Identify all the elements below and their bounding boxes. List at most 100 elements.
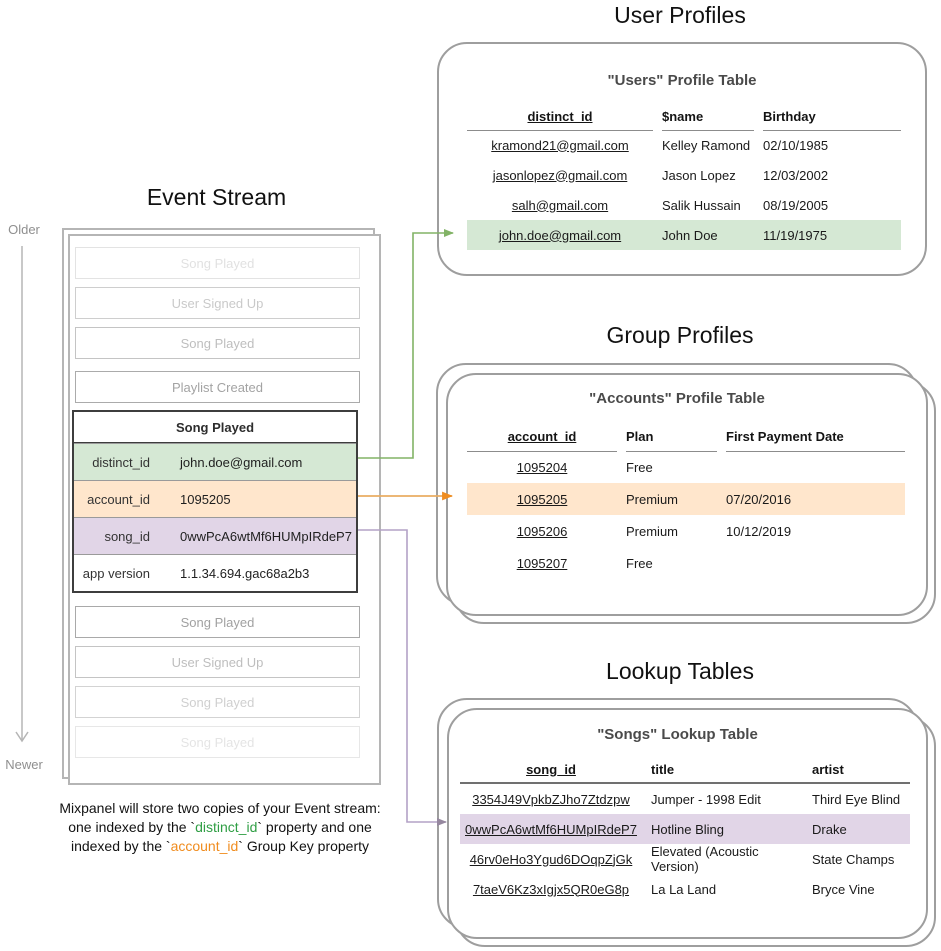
column-header: artist bbox=[812, 761, 844, 777]
property-row-app-version: app version 1.1.34.694.gac68a2b3 bbox=[74, 554, 356, 591]
table-row-highlighted: john.doe@gmail.com John Doe 11/19/1975 bbox=[467, 220, 901, 250]
table-header-row: account_id Plan First Payment Date bbox=[467, 423, 905, 452]
column-header: Birthday bbox=[763, 104, 901, 131]
cell-plan: Free bbox=[626, 459, 653, 475]
event-box: Song Played bbox=[75, 686, 360, 718]
cell-distinct-id: kramond21@gmail.com bbox=[491, 137, 629, 153]
songs-lookup-card: "Songs" Lookup Table song_id title artis… bbox=[437, 698, 936, 947]
event-label: User Signed Up bbox=[171, 654, 264, 670]
event-label: Song Played bbox=[180, 255, 255, 271]
caption-line2-post: ` property and one bbox=[257, 818, 372, 835]
column-header: Plan bbox=[626, 423, 717, 452]
cell-artist: Third Eye Blind bbox=[812, 791, 901, 807]
lookup-tables-title: Lookup Tables bbox=[606, 658, 754, 684]
songs-table-title: "Songs" Lookup Table bbox=[597, 726, 758, 743]
cell-name: Jason Lopez bbox=[662, 167, 736, 183]
event-stream-panel: Song Played User Signed Up Song Played P… bbox=[62, 228, 381, 785]
cell-plan: Premium bbox=[626, 523, 679, 539]
cell-account-id: 1095204 bbox=[516, 459, 568, 475]
users-table: distinct_id $name Birthday kramond21@gma… bbox=[467, 104, 901, 250]
cell-title: Jumper - 1998 Edit bbox=[651, 791, 761, 807]
cell-plan: Free bbox=[626, 555, 653, 571]
property-row-distinct-id: distinct_id john.doe@gmail.com bbox=[74, 443, 356, 480]
timeline-arrow bbox=[15, 246, 29, 743]
property-key: song_id bbox=[104, 528, 150, 544]
event-box: Playlist Created bbox=[75, 371, 360, 403]
event-box: Song Played bbox=[75, 606, 360, 638]
event-label: Song Played bbox=[180, 335, 255, 351]
cell-first-payment-date: 10/12/2019 bbox=[726, 523, 792, 539]
event-box: Song Played bbox=[75, 247, 360, 279]
cell-plan: Premium bbox=[626, 491, 679, 507]
caption-line3-post: ` Group Key property bbox=[238, 837, 370, 854]
table-row-highlighted: 0wwPcA6wtMf6HUMpIRdeP7 Hotline Bling Dra… bbox=[460, 814, 910, 844]
table-row: jasonlopez@gmail.com Jason Lopez 12/03/2… bbox=[467, 160, 901, 190]
property-value: 0wwPcA6wtMf6HUMpIRdeP7 bbox=[180, 528, 352, 544]
property-value: 1.1.34.694.gac68a2b3 bbox=[180, 565, 310, 581]
cell-account-id: 1095207 bbox=[516, 555, 568, 571]
cell-name: Salik Hussain bbox=[662, 197, 741, 213]
caption-line3-pre: indexed by the ` bbox=[70, 837, 171, 854]
event-label: Song Played bbox=[180, 694, 255, 710]
column-header: account_id bbox=[467, 423, 617, 452]
event-box: Song Played bbox=[75, 327, 360, 359]
table-header-row: song_id title artist bbox=[460, 756, 910, 784]
caption-line2-pre: one indexed by the ` bbox=[68, 818, 196, 835]
table-header-row: distinct_id $name Birthday bbox=[467, 104, 901, 131]
property-value: john.doe@gmail.com bbox=[180, 454, 303, 470]
cell-song-id: 3354J49VpkbZJho7Ztdzpw bbox=[472, 791, 630, 807]
cell-title: Hotline Bling bbox=[651, 821, 724, 837]
column-header: title bbox=[651, 761, 675, 777]
event-box: User Signed Up bbox=[75, 287, 360, 319]
caption-distinct-id: distinct_id bbox=[195, 818, 258, 835]
caption-line1: Mixpanel will store two copies of your E… bbox=[59, 800, 381, 816]
event-box: Song Played bbox=[75, 726, 360, 758]
cell-artist: State Champs bbox=[812, 851, 895, 867]
users-profile-card: "Users" Profile Table distinct_id $name … bbox=[437, 42, 927, 276]
cell-name: John Doe bbox=[662, 227, 718, 243]
accounts-table: account_id Plan First Payment Date 10952… bbox=[467, 423, 905, 579]
expanded-event-title: Song Played bbox=[74, 412, 356, 443]
property-row-account-id: account_id 1095205 bbox=[74, 480, 356, 517]
expanded-event-card: Song Played distinct_id john.doe@gmail.c… bbox=[72, 410, 358, 593]
cell-birthday: 02/10/1985 bbox=[763, 137, 829, 153]
cell-song-id: 0wwPcA6wtMf6HUMpIRdeP7 bbox=[465, 821, 637, 837]
cell-distinct-id: jasonlopez@gmail.com bbox=[492, 167, 628, 183]
property-key: distinct_id bbox=[92, 454, 150, 470]
older-label: Older bbox=[8, 222, 40, 237]
event-label: Playlist Created bbox=[171, 379, 264, 395]
table-row: 3354J49VpkbZJho7Ztdzpw Jumper - 1998 Edi… bbox=[460, 784, 910, 814]
accounts-profile-card: "Accounts" Profile Table account_id Plan… bbox=[436, 363, 936, 624]
cell-first-payment-date: 07/20/2016 bbox=[726, 491, 792, 507]
users-table-title: "Users" Profile Table bbox=[607, 72, 757, 89]
accounts-table-title: "Accounts" Profile Table bbox=[589, 390, 765, 407]
table-row: salh@gmail.com Salik Hussain 08/19/2005 bbox=[467, 190, 901, 220]
cell-artist: Drake bbox=[812, 821, 847, 837]
cell-distinct-id: john.doe@gmail.com bbox=[498, 227, 622, 243]
table-row: 7taeV6Kz3xIgjx5QR0eG8p La La Land Bryce … bbox=[460, 874, 910, 904]
property-value: 1095205 bbox=[180, 491, 231, 507]
table-row: 1095206 Premium 10/12/2019 bbox=[467, 515, 905, 547]
table-row: 1095204 Free bbox=[467, 451, 905, 483]
caption-account-id: account_id bbox=[170, 837, 239, 854]
column-header: First Payment Date bbox=[726, 423, 905, 452]
event-stream-title: Event Stream bbox=[146, 184, 287, 210]
property-key: account_id bbox=[87, 491, 150, 507]
table-row: 1095207 Free bbox=[467, 547, 905, 579]
event-label: User Signed Up bbox=[171, 295, 264, 311]
cell-song-id: 7taeV6Kz3xIgjx5QR0eG8p bbox=[472, 881, 630, 897]
column-header: $name bbox=[662, 104, 754, 131]
table-row: kramond21@gmail.com Kelley Ramond 02/10/… bbox=[467, 130, 901, 160]
cell-birthday: 12/03/2002 bbox=[763, 167, 829, 183]
caption: Mixpanel will store two copies of your E… bbox=[28, 799, 412, 856]
cell-artist: Bryce Vine bbox=[812, 881, 875, 897]
cell-title: La La Land bbox=[651, 881, 717, 897]
cell-name: Kelley Ramond bbox=[662, 137, 751, 153]
table-row-highlighted: 1095205 Premium 07/20/2016 bbox=[467, 483, 905, 515]
cell-birthday: 11/19/1975 bbox=[763, 227, 828, 243]
cell-title: Elevated (Acoustic Version) bbox=[651, 844, 759, 874]
user-profiles-title: User Profiles bbox=[614, 2, 746, 28]
group-profiles-title: Group Profiles bbox=[606, 322, 754, 348]
table-row: 46rv0eHo3Ygud6DOqpZjGk Elevated (Acousti… bbox=[460, 844, 910, 874]
